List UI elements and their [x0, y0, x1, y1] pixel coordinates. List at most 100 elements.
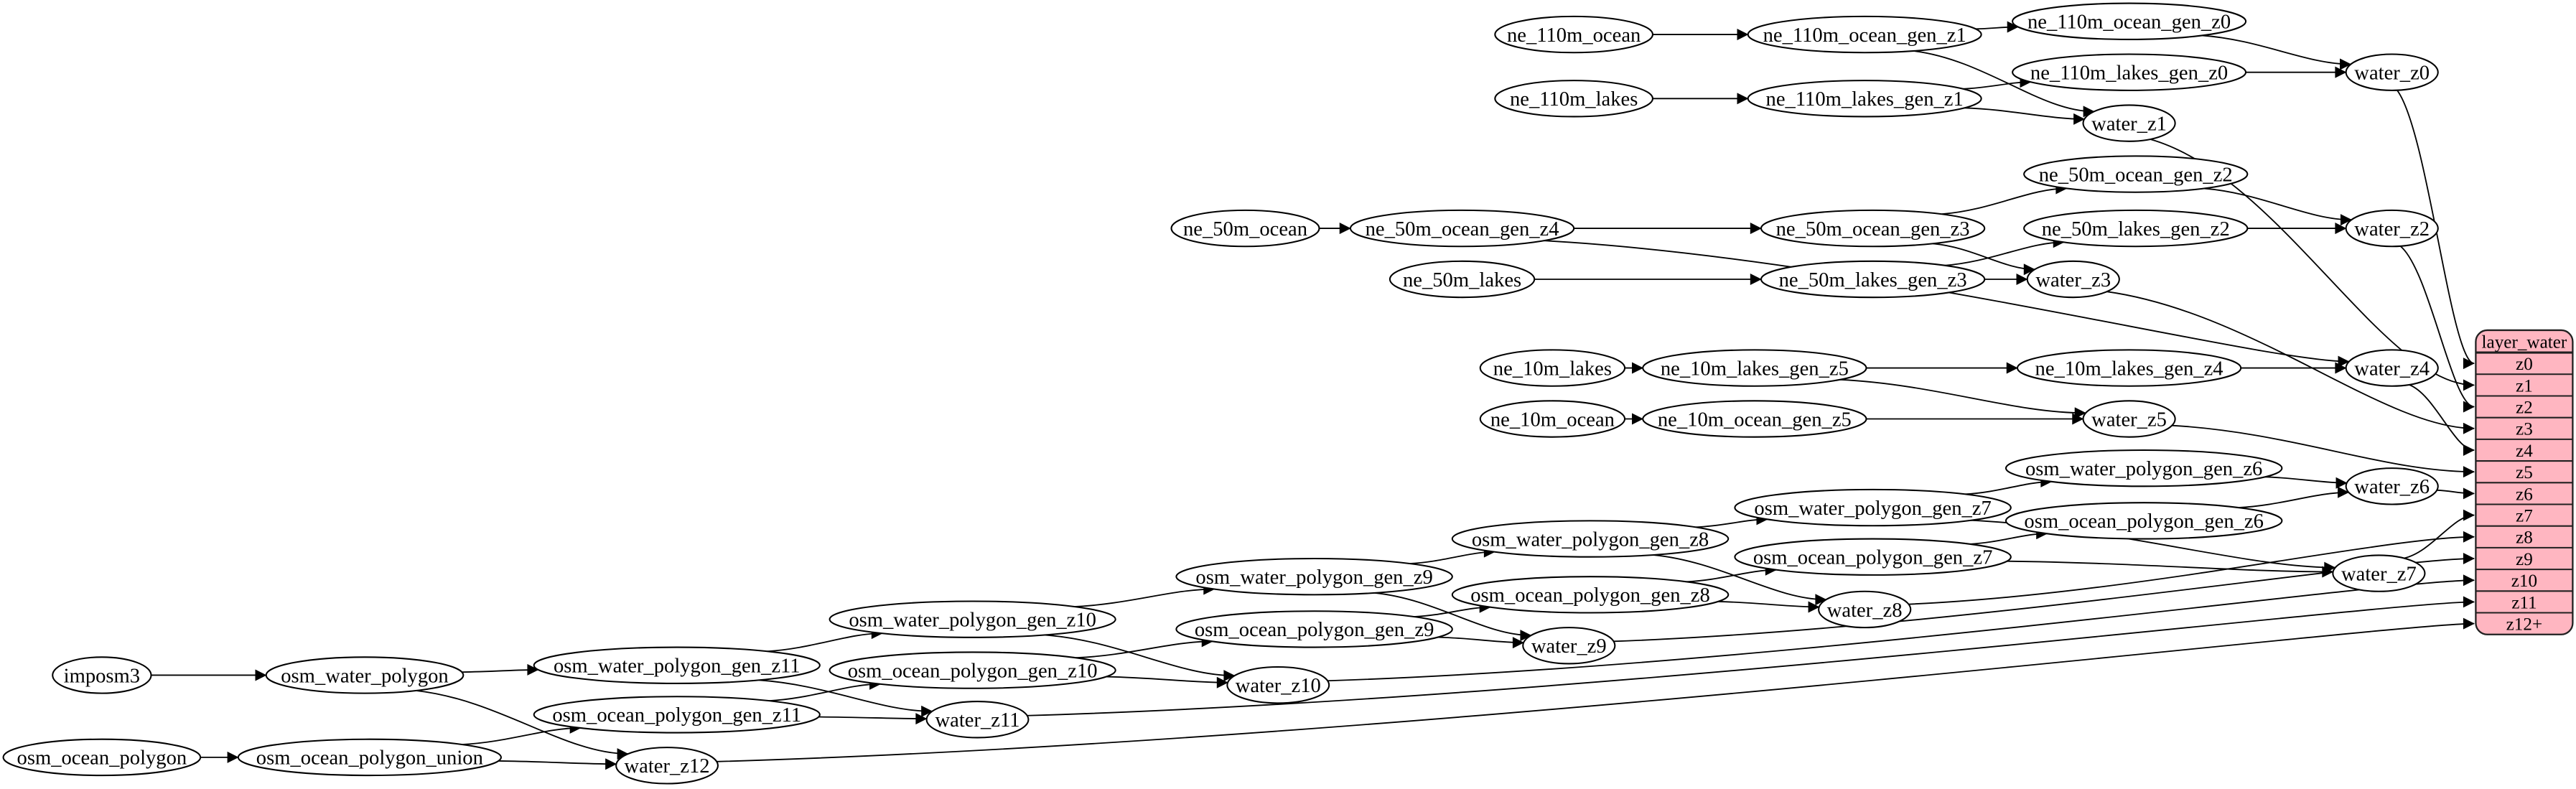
node-ellipse: [2345, 53, 2439, 91]
node-ne_10m_ocean_gen_z5: ne_10m_ocean_gen_z5: [1642, 400, 1867, 438]
node-ne_50m_lakes: ne_50m_lakes: [1389, 260, 1536, 299]
record-row-z2: z2: [2516, 398, 2533, 417]
node-label: osm_ocean_polygon_gen_z11: [552, 704, 801, 727]
node-imposm3: imposm3: [52, 656, 152, 694]
edge-osm_ocean_polygon_gen_z8-to-water_z8: [1717, 601, 1820, 613]
node-label: ne_10m_ocean_gen_z5: [1658, 408, 1852, 431]
edge-osm_ocean_polygon_gen_z9-to-osm_ocean_polygon_gen_z8: [1414, 601, 1491, 617]
layer-water-record: layer_waterz0z1z2z3z4z5z6z7z8z9z10z11z12…: [2475, 329, 2574, 635]
edge-osm_ocean_polygon_union-to-osm_ocean_polygon_gen_z11: [462, 722, 582, 745]
edges-layer: [151, 21, 2475, 770]
node-label: imposm3: [64, 665, 140, 687]
node-label: osm_water_polygon_gen_z8: [1472, 528, 1709, 551]
record-row-z9: z9: [2516, 550, 2533, 569]
node-water_z6: water_z6: [2345, 467, 2439, 505]
node-osm_ocean_polygon_gen_z8: osm_ocean_polygon_gen_z8: [1451, 576, 1730, 614]
node-ellipse: [2005, 449, 2283, 487]
node-osm_ocean_polygon: osm_ocean_polygon: [2, 738, 202, 777]
node-label: ne_50m_ocean_gen_z2: [2039, 164, 2233, 186]
edge-osm_ocean_polygon_gen_z8-to-osm_ocean_polygon_gen_z7: [1686, 564, 1777, 583]
edge-osm_ocean_polygon_gen_z9-to-water_z9: [1438, 636, 1524, 649]
node-ellipse: [2023, 155, 2249, 193]
record-row-z5: z5: [2516, 463, 2533, 482]
node-label: water_z11: [935, 709, 1020, 732]
edge-osm_water_polygon-to-osm_water_polygon_gen_z11: [462, 663, 539, 676]
node-label: osm_water_polygon_gen_z10: [849, 610, 1096, 632]
node-label: osm_water_polygon_gen_z7: [1754, 498, 1991, 520]
edge-osm_water_polygon_gen_z8-to-water_z8: [1653, 554, 1827, 606]
node-ellipse: [1734, 488, 2012, 527]
edge-ne_110m_ocean_gen_z1-to-ne_110m_ocean_gen_z0: [1975, 21, 2019, 33]
edge-ne_110m_ocean_gen_z0-to-water_z0: [2201, 34, 2352, 70]
node-label: ne_110m_lakes_gen_z1: [1766, 88, 1964, 111]
edge-ne_50m_ocean_gen_z3-to-ne_50m_ocean_gen_z2: [1941, 182, 2068, 215]
node-label: ne_50m_ocean_gen_z3: [1776, 218, 1970, 241]
node-osm_ocean_polygon_union: osm_ocean_polygon_union: [237, 738, 502, 777]
edge-osm_water_polygon-to-water_z12: [416, 690, 629, 760]
node-ne_50m_ocean_gen_z2: ne_50m_ocean_gen_z2: [2023, 155, 2249, 193]
node-osm_water_polygon: osm_water_polygon: [265, 656, 465, 694]
node-ellipse: [2082, 104, 2176, 142]
edge-ne_110m_lakes_gen_z1-to-ne_110m_lakes_gen_z0: [1962, 76, 2032, 90]
node-ellipse: [1479, 349, 1626, 387]
node-ne_110m_ocean: ne_110m_ocean: [1494, 15, 1654, 54]
node-ne_110m_lakes_gen_z0: ne_110m_lakes_gen_z0: [2012, 53, 2247, 91]
node-label: ne_50m_lakes_gen_z2: [2042, 218, 2230, 241]
node-label: osm_ocean_polygon_gen_z7: [1753, 547, 1993, 569]
node-ne_50m_ocean_gen_z3: ne_50m_ocean_gen_z3: [1760, 209, 1986, 248]
node-label: ne_50m_lakes: [1403, 269, 1521, 291]
node-ellipse: [1389, 260, 1536, 299]
edge-osm_water_polygon_gen_z7-to-osm_water_polygon_gen_z6: [1965, 475, 2053, 495]
node-label: ne_110m_ocean_gen_z0: [2027, 11, 2231, 34]
node-ellipse: [265, 656, 465, 694]
node-label: ne_10m_ocean: [1490, 408, 1615, 431]
node-label: osm_water_polygon: [281, 665, 448, 687]
node-osm_ocean_polygon_gen_z11: osm_ocean_polygon_gen_z11: [533, 696, 821, 734]
node-ne_110m_ocean_gen_z0: ne_110m_ocean_gen_z0: [2012, 2, 2247, 40]
node-label: osm_ocean_polygon_union: [256, 747, 483, 770]
node-ne_50m_ocean_gen_z4: ne_50m_ocean_gen_z4: [1349, 209, 1575, 248]
node-label: ne_110m_ocean_gen_z1: [1763, 24, 1966, 47]
edge-osm_ocean_polygon_gen_z10-to-osm_ocean_polygon_gen_z9: [1076, 635, 1213, 659]
node-ellipse: [1760, 260, 1986, 299]
node-label: osm_ocean_polygon_gen_z8: [1470, 584, 1710, 607]
node-label: water_z0: [2354, 62, 2430, 85]
edge-ne_50m_ocean_gen_z4-to-water_z4: [1544, 240, 2350, 368]
node-ne_50m_lakes_gen_z3: ne_50m_lakes_gen_z3: [1760, 260, 1986, 299]
node-ellipse: [2026, 260, 2120, 299]
node-ellipse: [1226, 666, 1330, 704]
node-label: osm_water_polygon_gen_z9: [1195, 566, 1432, 589]
edge-water_z0-to-layer_water-z0: [2397, 90, 2475, 370]
node-label: ne_10m_lakes_gen_z5: [1661, 358, 1849, 380]
node-ellipse: [533, 646, 821, 684]
node-label: water_z3: [2035, 269, 2111, 291]
node-label: osm_ocean_polygon_gen_z6: [2024, 510, 2264, 533]
edge-osm_water_polygon_gen_z10-to-osm_water_polygon_gen_z9: [1074, 583, 1215, 607]
record-row-z0: z0: [2516, 355, 2533, 374]
record-row-z11: z11: [2511, 593, 2537, 612]
edge-water_z5-to-layer_water-z5: [2172, 424, 2475, 478]
node-ellipse: [1494, 15, 1654, 54]
node-ellipse: [2082, 400, 2176, 438]
node-ellipse: [1349, 209, 1575, 248]
node-ne_10m_lakes: ne_10m_lakes: [1479, 349, 1626, 387]
node-ellipse: [1170, 209, 1320, 248]
node-ne_10m_lakes_gen_z5: ne_10m_lakes_gen_z5: [1642, 349, 1867, 387]
edge-osm_water_polygon_gen_z6-to-water_z6: [2264, 476, 2348, 489]
node-ellipse: [2023, 209, 2249, 248]
node-ellipse: [2005, 502, 2283, 540]
node-ne_110m_ocean_gen_z1: ne_110m_ocean_gen_z1: [1747, 15, 1982, 54]
node-label: osm_water_polygon_gen_z6: [2025, 458, 2262, 480]
edge-ne_110m_ocean_gen_z1-to-water_z1: [1913, 50, 2095, 118]
node-ne_110m_lakes: ne_110m_lakes: [1494, 80, 1654, 118]
node-label: water_z2: [2354, 218, 2430, 241]
node-label: water_z1: [2091, 113, 2167, 135]
node-water_z7: water_z7: [2332, 554, 2426, 592]
edge-water_z4-to-layer_water-z4: [2409, 384, 2475, 456]
node-ellipse: [2016, 349, 2242, 387]
node-label: ne_50m_ocean: [1183, 218, 1307, 241]
node-ellipse: [925, 701, 1030, 739]
node-label: water_z6: [2354, 476, 2430, 498]
node-label: water_z4: [2354, 358, 2430, 380]
node-osm_water_polygon_gen_z7: osm_water_polygon_gen_z7: [1734, 488, 2012, 527]
